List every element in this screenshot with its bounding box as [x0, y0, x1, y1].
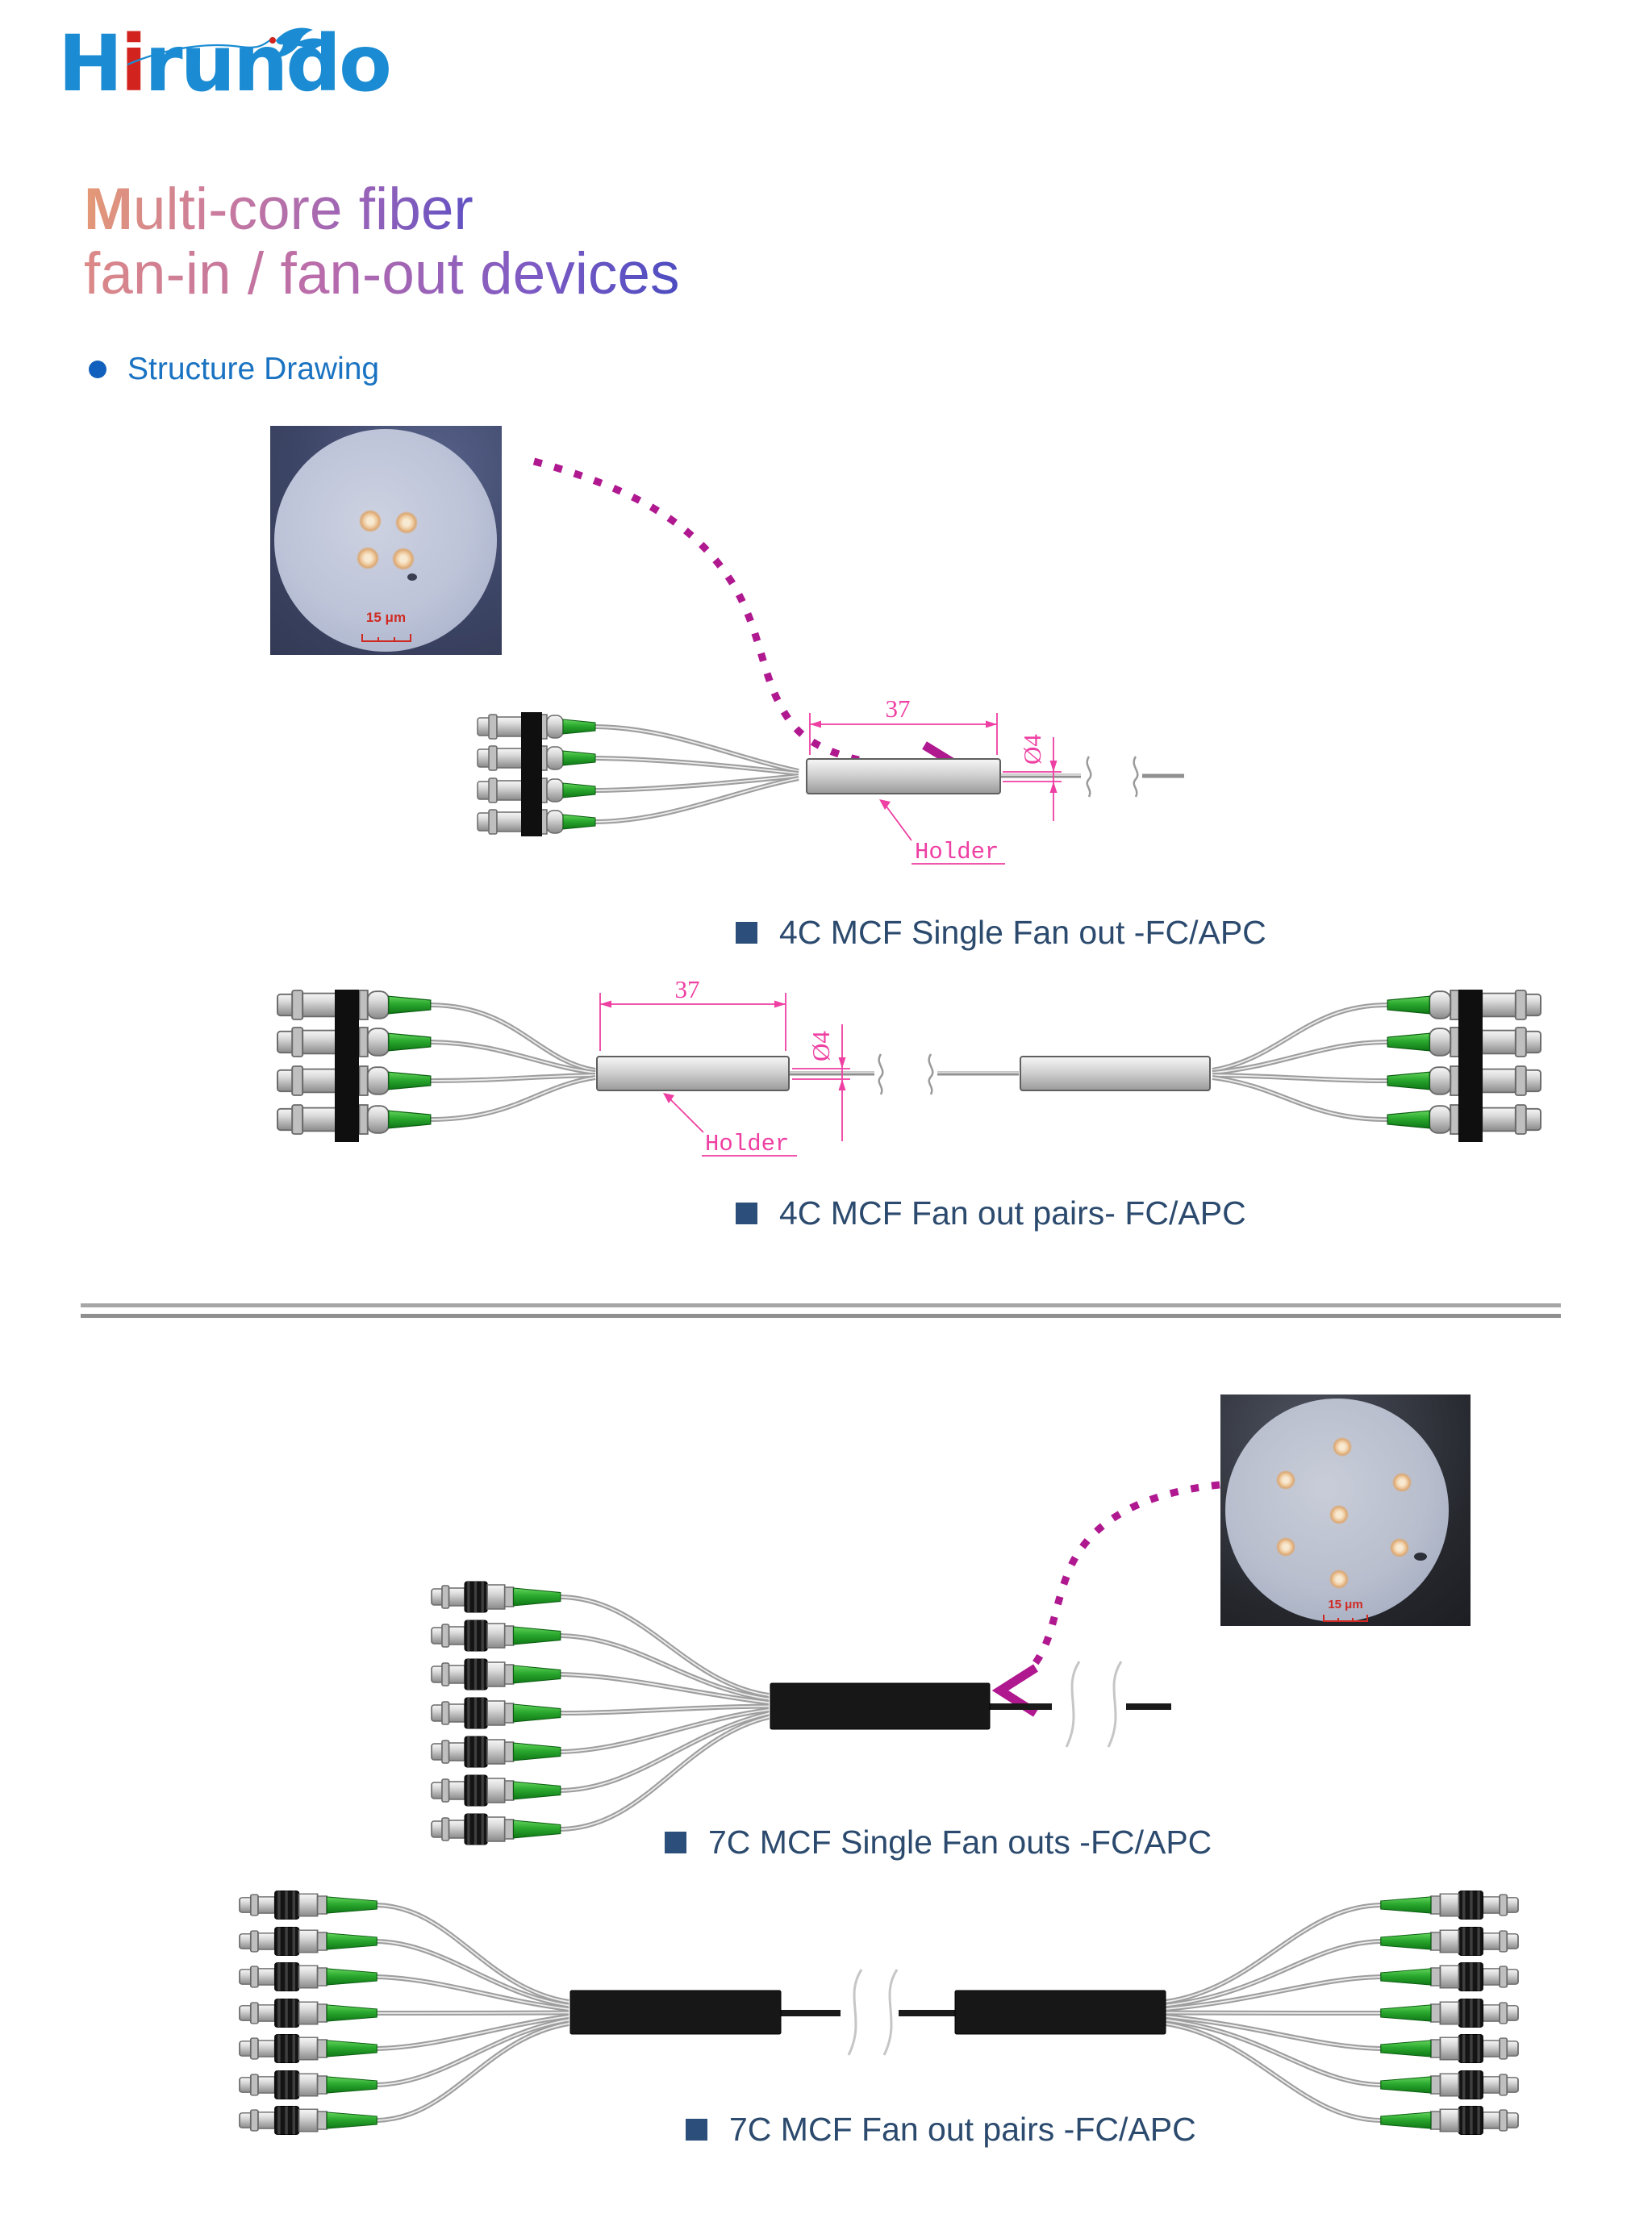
fc-apc-connector-bank	[431, 1581, 561, 1845]
holder-body-left	[569, 1990, 782, 2035]
bullet-square-icon	[665, 1831, 686, 1853]
fiber-core	[1276, 1470, 1295, 1490]
fiber-cables	[594, 724, 799, 824]
fc-apc-connector-bank-right	[1387, 990, 1541, 1142]
dim-diameter-label: Ø4	[807, 1031, 835, 1061]
holder-body-left	[596, 1056, 790, 1091]
pigtail-fiber	[789, 1053, 1019, 1096]
fiber-core	[1390, 1538, 1409, 1557]
dim-length-label: 37	[675, 975, 700, 1003]
drawing-7c-single-fanout	[431, 1581, 1171, 1845]
fiber-cladding-disc	[274, 429, 497, 652]
connector-panel-bar	[1458, 990, 1483, 1142]
bullet-square-icon	[686, 2118, 707, 2141]
drawing-4c-single-fanout: 37 Ø4 Holder	[477, 694, 1184, 865]
page-title-line2: fan-in / fan-out devices	[84, 241, 680, 306]
drawing-4c-fanout-pairs: 37 Ø4 Holder	[277, 975, 1541, 1157]
fiber-endface-photo-7core: 15 μm	[1220, 1394, 1471, 1626]
dim-diameter-label: Ø4	[1018, 734, 1046, 765]
connector-panel-bar	[521, 712, 542, 836]
holder-body-right	[954, 1990, 1166, 2035]
pigtail-fiber	[1000, 755, 1184, 798]
fiber-core	[392, 548, 415, 570]
fiber-core	[1276, 1537, 1295, 1557]
section-divider-line	[81, 1314, 1561, 1318]
fiber-core	[357, 547, 379, 569]
bullet-dot-icon	[89, 361, 106, 378]
dimension-annotations: 37 Ø4 Holder	[809, 694, 1062, 865]
dim-length-label: 37	[886, 694, 911, 723]
figure-caption: 7C MCF Fan out pairs -FC/APC	[686, 2108, 1196, 2150]
section-header: Structure Drawing	[127, 352, 380, 386]
fiber-core	[1329, 1570, 1349, 1589]
bullet-square-icon	[736, 1202, 757, 1224]
caption-text: 4C MCF Single Fan out -FC/APC	[779, 913, 1266, 951]
scale-label: 15 μm	[1328, 1598, 1363, 1611]
pigtail-fiber	[990, 1660, 1171, 1749]
pigtail-fiber	[781, 1968, 955, 2057]
fiber-endface-photo-4core: 15 μm	[270, 426, 502, 655]
scale-label: 15 μm	[365, 610, 407, 625]
holder-body	[770, 1682, 991, 1730]
debris-speck	[1414, 1553, 1427, 1561]
holder-body-right	[1020, 1056, 1211, 1091]
fiber-core	[1333, 1437, 1352, 1457]
holder-label: Holder	[915, 839, 999, 865]
fc-apc-connector-bank-left	[239, 1890, 378, 2136]
fc-apc-connector-bank-left	[277, 990, 432, 1142]
figure-caption: 4C MCF Fan out pairs- FC/APC	[736, 1192, 1246, 1234]
section-divider-line	[81, 1303, 1561, 1307]
caption-text: 7C MCF Fan out pairs -FC/APC	[729, 2110, 1196, 2148]
logo-wordmark: Hirundo	[58, 19, 392, 109]
logo: Hirundo	[56, 11, 436, 116]
figure-caption: 7C MCF Single Fan outs -FC/APC	[665, 1821, 1212, 1863]
fc-apc-connector-bank	[477, 712, 596, 836]
holder-body	[806, 758, 1001, 794]
scale-bar-icon	[1323, 1615, 1368, 1622]
caption-text: 7C MCF Single Fan outs -FC/APC	[708, 1823, 1212, 1861]
drawing-7c-fanout-pairs	[239, 1890, 1519, 2136]
caption-text: 4C MCF Fan out pairs- FC/APC	[779, 1194, 1246, 1232]
fiber-core	[395, 511, 418, 534]
fc-apc-connector-bank-right	[1379, 1890, 1519, 2136]
swallow-icon	[127, 27, 331, 66]
connector-panel-bar	[335, 990, 359, 1142]
holder-label: Holder	[705, 1131, 789, 1157]
fiber-cables	[430, 1003, 1388, 1122]
fiber-cables	[376, 1903, 1382, 2123]
page-title-line1: Multi-core fiber	[84, 177, 473, 242]
logo-accent-letter: i	[120, 19, 147, 109]
bullet-square-icon	[736, 921, 757, 944]
fiber-cables	[560, 1595, 770, 1832]
figure-caption: 4C MCF Single Fan out -FC/APC	[736, 911, 1266, 953]
fiber-core	[1329, 1505, 1349, 1524]
dimension-annotations: 37 Ø4 Holder	[599, 975, 850, 1157]
scale-bar-icon	[361, 634, 411, 642]
fiber-core	[359, 510, 382, 532]
debris-speck	[407, 573, 417, 581]
fiber-core	[1392, 1473, 1412, 1492]
